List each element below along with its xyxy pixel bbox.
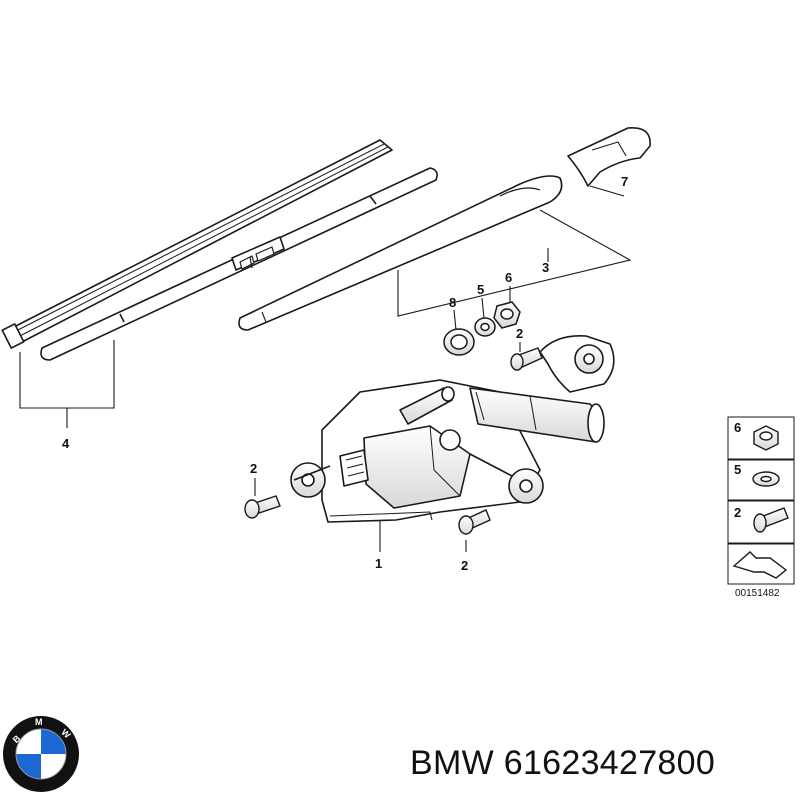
leader-7 <box>589 185 625 197</box>
washer-icon <box>752 471 780 487</box>
callout-6: 6 <box>505 270 512 285</box>
leaders-small-parts <box>453 286 511 331</box>
svg-text:M: M <box>35 717 43 727</box>
legend-label-2: 2 <box>734 505 741 520</box>
bmw-logo-icon: B M W <box>3 716 79 792</box>
callout-3: 3 <box>542 260 549 275</box>
callout-bracket-4 <box>19 340 115 428</box>
wiper-arm <box>238 175 563 331</box>
legend-label-6: 6 <box>734 420 741 435</box>
cap-8 <box>443 328 475 356</box>
svg-text:B: B <box>11 733 23 745</box>
wiper-blade <box>1 139 438 361</box>
nut-icon <box>753 425 779 451</box>
bolt-2-lower <box>458 509 491 535</box>
callout-2-lower: 2 <box>461 558 468 573</box>
callout-5: 5 <box>477 282 484 297</box>
nut-6 <box>493 301 521 329</box>
bolt-2-upper <box>510 347 543 371</box>
washer-5 <box>474 317 496 337</box>
callout-2-left: 2 <box>250 461 257 476</box>
wiper-motor <box>290 335 615 523</box>
callout-1: 1 <box>375 556 382 571</box>
callout-2-upper: 2 <box>516 326 523 341</box>
part-title: BMW 61623427800 <box>410 744 716 782</box>
leaders-bolts <box>254 342 521 552</box>
callout-bracket-3 <box>397 209 632 317</box>
callout-7: 7 <box>621 174 628 189</box>
arrow-icon <box>732 551 788 579</box>
callout-4: 4 <box>62 436 70 451</box>
reference-number: 00151482 <box>735 588 780 599</box>
arm-cover <box>567 127 651 187</box>
bolt-2-left <box>244 495 281 519</box>
bolt-icon <box>753 507 789 533</box>
callout-8: 8 <box>449 295 456 310</box>
legend-label-5: 5 <box>734 462 741 477</box>
